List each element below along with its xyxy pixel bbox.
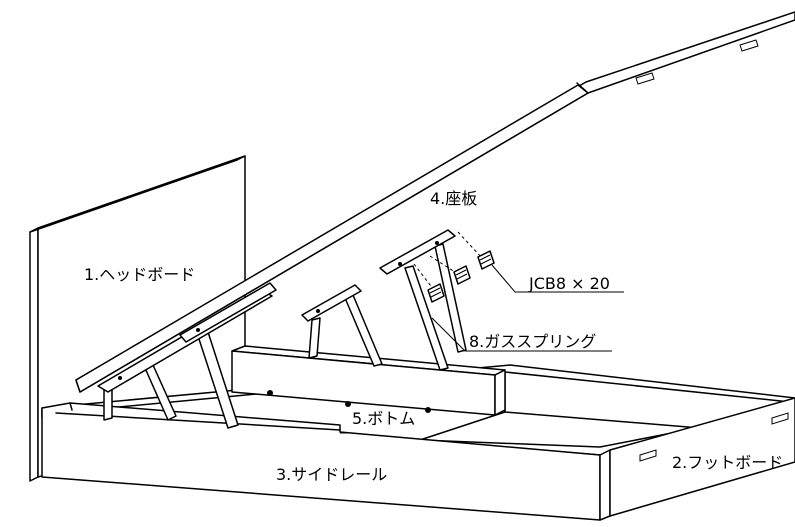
leader-lines [340,264,624,434]
bottom-box [231,345,506,416]
seat-brackets [97,229,456,393]
bottom-label: 5.ボトム [352,409,415,428]
side-rail-label: 3.サイドレール [276,465,387,484]
screw-icon [453,265,471,285]
headboard-label: 1.ヘッドボード [84,265,195,284]
seat-board-label: 4.座板 [430,189,477,208]
footboard-label: 2.フットボード [672,453,783,472]
screw-icon [427,283,445,303]
screw-label: JCB8 × 20 [528,274,610,293]
seat-board [75,11,795,393]
footboard [609,397,795,517]
screws [413,231,495,303]
gas-spring-label: 8.ガススプリング [469,332,596,351]
screw-icon [477,250,495,270]
